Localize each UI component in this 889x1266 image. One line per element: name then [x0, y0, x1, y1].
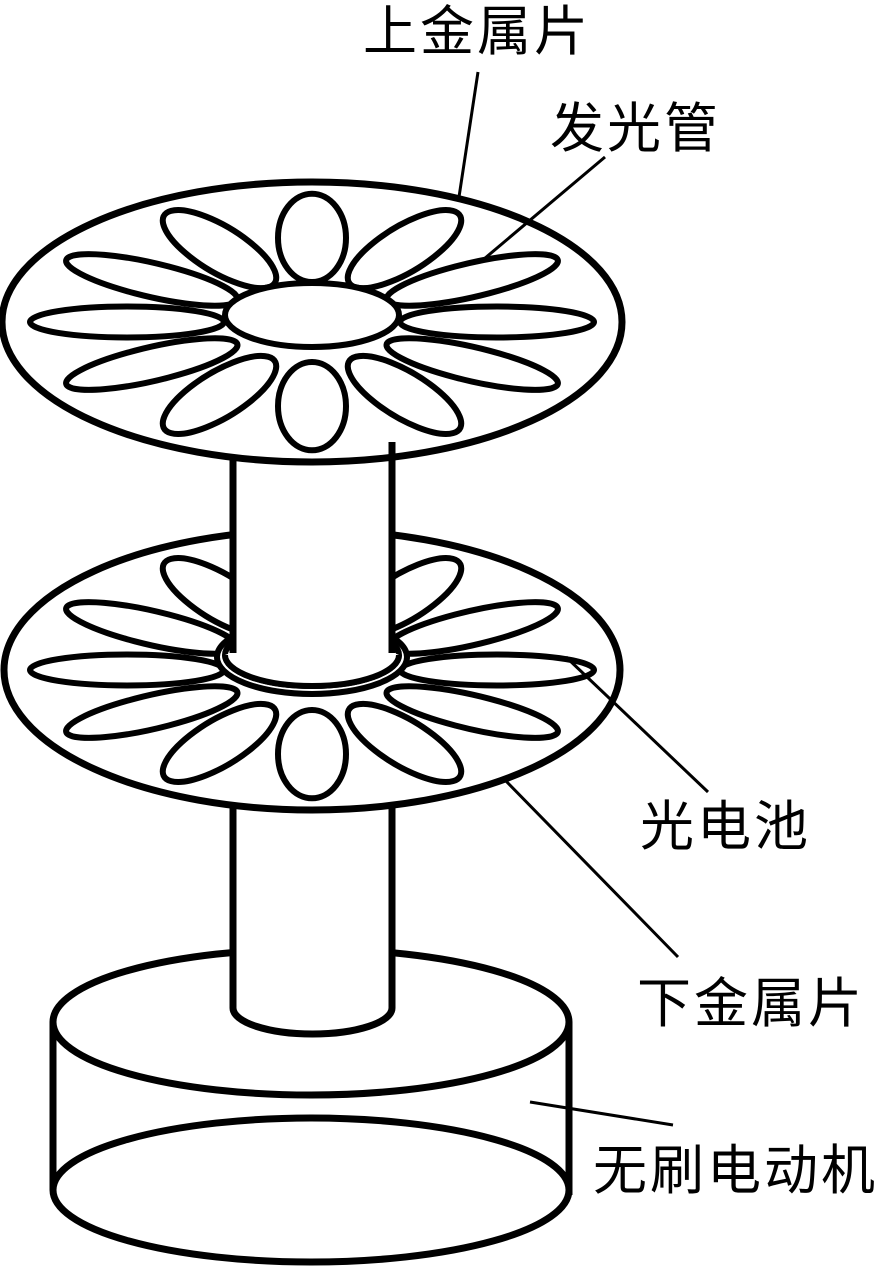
shaft-middle-fill [225, 457, 399, 686]
leader-line-light-tube [483, 155, 606, 261]
leader-line-lower-metal-plate [502, 777, 680, 959]
label-brushless-motor: 无刷电动机 [593, 1141, 878, 1201]
petal-ellipse [142, 349, 298, 441]
led-petal [278, 362, 346, 450]
label-lower-metal-plate: 下金属片 [637, 974, 865, 1034]
led-petals [30, 194, 594, 451]
photocell-petal [278, 710, 346, 798]
label-upper-metal-plate: 上金属片 [363, 2, 591, 62]
shaft-lower-segment [229, 805, 396, 1038]
leader-line-photocell [564, 655, 710, 794]
leader-line-upper-metal-plate [457, 71, 480, 198]
upper-hub [222, 280, 402, 350]
led-petal [142, 349, 298, 441]
led-petal [371, 329, 573, 400]
leader-line-brushless-motor [529, 1100, 674, 1127]
photocell-petal [327, 697, 483, 789]
label-photocell: 光电池 [640, 797, 811, 857]
shaft-bottom-rim [222, 654, 402, 689]
petal-ellipse [142, 697, 298, 789]
petal-ellipse [400, 307, 594, 338]
led-petal [400, 307, 594, 338]
leader-lines [457, 71, 710, 1127]
led-petal [30, 307, 224, 338]
petal-ellipse [278, 710, 346, 798]
petal-ellipse [327, 697, 483, 789]
petal-ellipse [371, 677, 573, 748]
upper-disc-outline [0, 178, 626, 466]
petal-ellipse [400, 655, 594, 686]
petal-ellipse [278, 362, 346, 450]
photocell-petal [142, 697, 298, 789]
petal-ellipse [30, 655, 224, 686]
petal-ellipse [51, 329, 253, 400]
led-petal [327, 349, 483, 441]
label-light-tube: 发光管 [550, 99, 721, 159]
led-petal [51, 329, 253, 400]
photocell-petal [400, 655, 594, 686]
petal-ellipse [30, 307, 224, 338]
petal-ellipse [371, 329, 573, 400]
led-petal [278, 194, 346, 282]
upper-disc [0, 178, 626, 466]
shaft-lower-stroke [229, 805, 396, 1038]
photocell-petal [51, 677, 253, 748]
shaft-middle-segment [222, 442, 402, 689]
motor-bottom-ellipse [49, 1114, 573, 1266]
petal-ellipse [327, 349, 483, 441]
shaft-lower-fill [233, 805, 392, 1035]
photocell-petal [371, 677, 573, 748]
photocell-petal [30, 655, 224, 686]
petal-ellipse [278, 194, 346, 282]
petal-ellipse [51, 677, 253, 748]
